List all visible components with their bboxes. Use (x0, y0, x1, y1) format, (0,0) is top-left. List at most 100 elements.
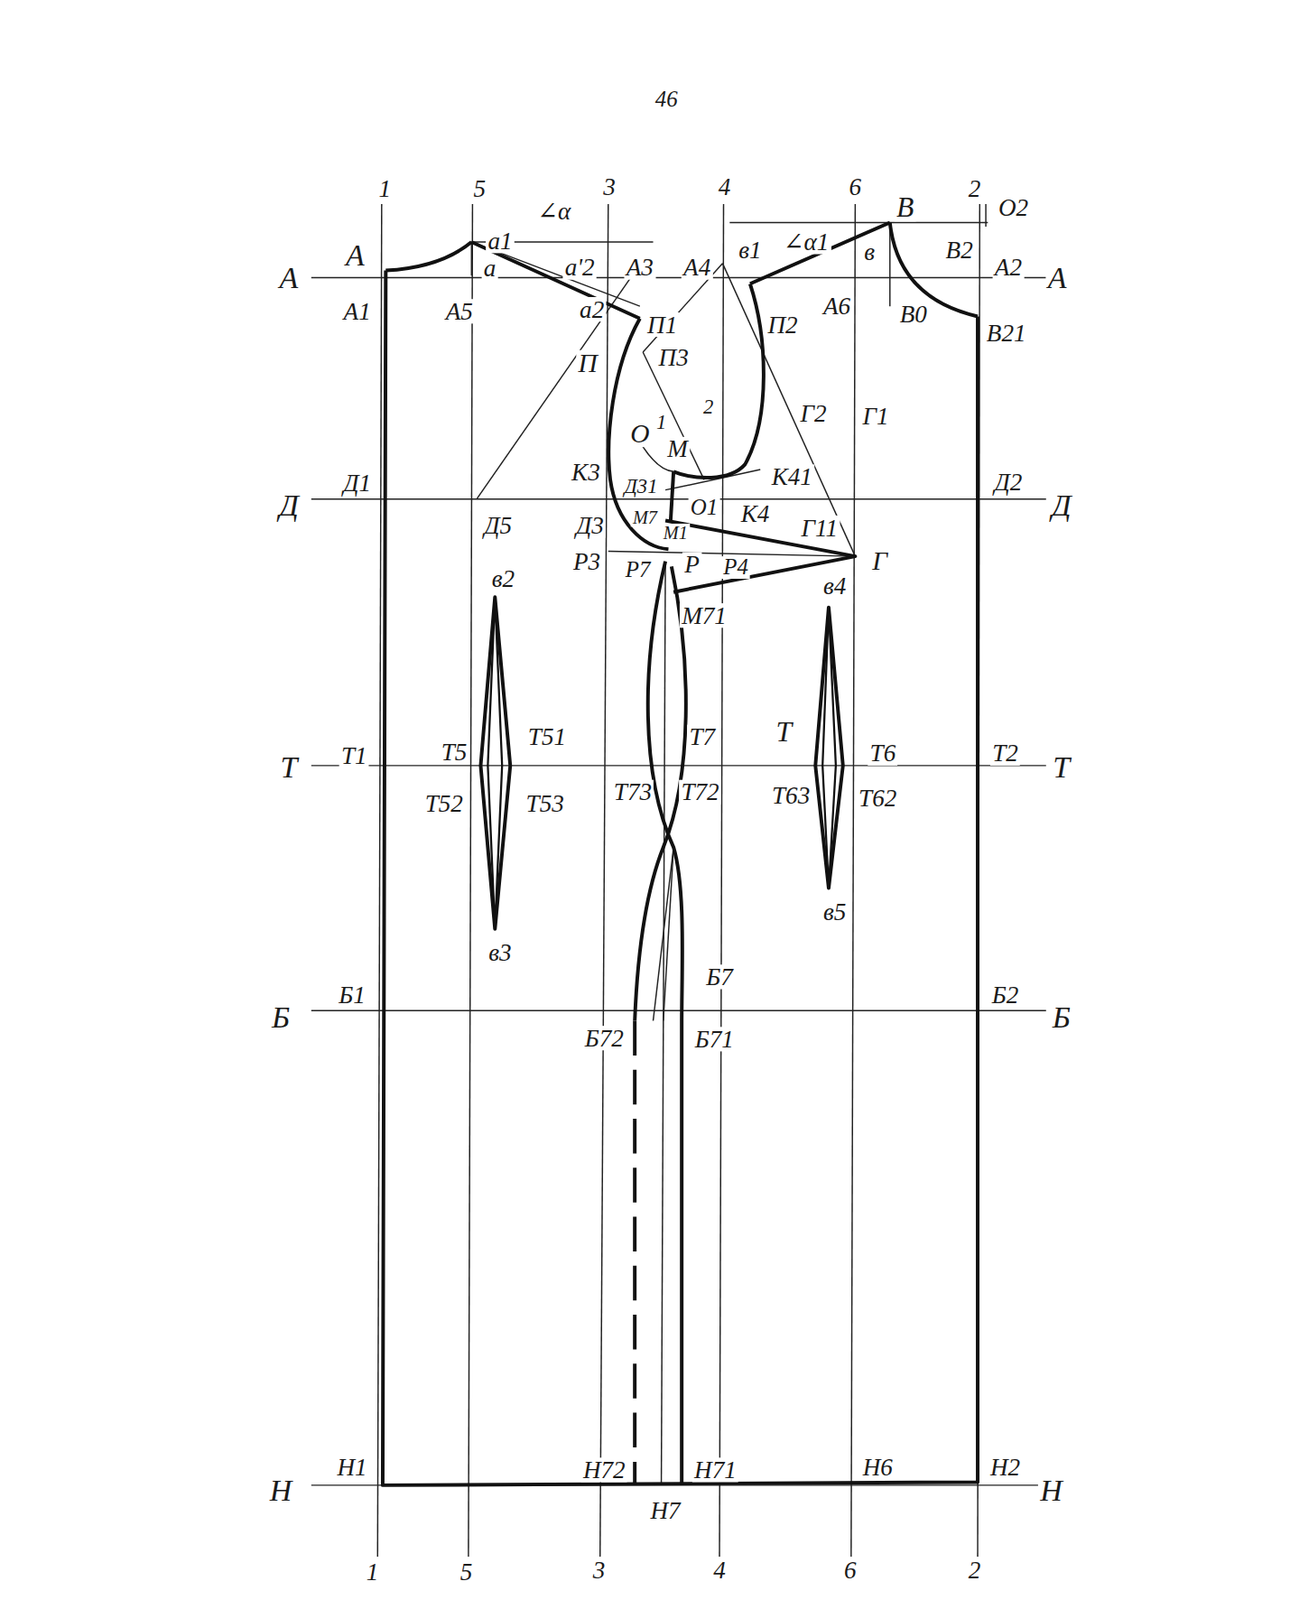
point-label: 2 (966, 176, 984, 202)
point-label: Т73 (612, 779, 655, 805)
point-label: Н71 (692, 1457, 739, 1482)
point-label: а2 (577, 296, 607, 322)
point-label: Д3 (574, 513, 606, 539)
point-label: В21 (984, 320, 1029, 345)
point-label: а'2 (562, 255, 596, 280)
point-label: Т1 (339, 742, 370, 768)
point-label: Д (277, 490, 301, 521)
point-label: П2 (765, 312, 800, 337)
point-label: 1 (376, 176, 393, 202)
point-label: О1 (688, 495, 721, 519)
point-label: Н2 (988, 1454, 1023, 1479)
point-label: А1 (341, 298, 373, 324)
point-label: Н (1038, 1475, 1065, 1506)
point-label: в2 (489, 566, 517, 591)
point-label: В0 (897, 302, 929, 327)
point-label: П3 (656, 344, 691, 370)
point-label: Т52 (422, 790, 465, 816)
point-label: в (862, 240, 877, 265)
point-label: в1 (736, 237, 764, 262)
point-label: 3 (601, 174, 618, 199)
point-label: Д2 (992, 469, 1024, 494)
point-label: Г11 (798, 515, 840, 540)
point-label: Т6 (867, 741, 898, 766)
point-label: А3 (623, 255, 656, 280)
point-label: Т7 (686, 724, 717, 750)
point-label: 1 (364, 1559, 381, 1584)
point-label: Д5 (482, 513, 514, 539)
point-label: Н1 (334, 1454, 370, 1479)
point-label: в3 (486, 939, 514, 965)
point-label: А2 (993, 255, 1025, 280)
point-label: Р4 (721, 556, 751, 579)
point-label: А (1046, 262, 1069, 294)
point-label: 46 (653, 87, 680, 111)
point-label: в4 (821, 573, 849, 598)
point-label: Б7 (704, 964, 735, 989)
point-label: Н7 (648, 1498, 683, 1523)
point-label: Н (267, 1475, 294, 1506)
point-label: Т (278, 751, 299, 783)
point-label: 4 (711, 1557, 728, 1582)
point-label: К41 (769, 464, 815, 489)
point-label: М7 (631, 508, 660, 527)
point-label: О (628, 420, 652, 447)
point-label: Т (1050, 751, 1072, 783)
point-label: 6 (842, 1557, 859, 1582)
point-label: 2 (966, 1557, 984, 1582)
point-label: Т (773, 717, 794, 747)
point-label: 5 (458, 1559, 475, 1584)
point-label: Т63 (770, 782, 813, 808)
point-label: К4 (739, 501, 772, 526)
point-label: В (894, 193, 917, 223)
point-label: 1 (654, 411, 669, 433)
point-label: Б1 (336, 983, 368, 1008)
point-label: 5 (471, 176, 488, 202)
point-label: а1 (485, 228, 515, 253)
point-label: Т5 (438, 740, 469, 765)
point-label: М (665, 436, 690, 462)
point-label: Г2 (798, 400, 829, 426)
point-label: А4 (681, 255, 714, 280)
point-label: Д1 (341, 470, 373, 495)
point-label: ∠α1 (781, 229, 832, 254)
point-label: Б (1049, 1002, 1073, 1033)
point-label: П1 (645, 312, 680, 337)
point-label: Т62 (856, 785, 900, 810)
point-label: 2 (701, 396, 716, 418)
point-label: Н72 (581, 1457, 628, 1482)
point-label: А5 (443, 298, 475, 324)
point-label: М71 (679, 603, 729, 628)
point-label: Р7 (622, 557, 652, 581)
point-label: Б72 (582, 1025, 626, 1050)
point-label: Р3 (571, 548, 604, 574)
point-label: 4 (716, 174, 734, 199)
point-label: а (482, 256, 499, 281)
point-label: Д (1049, 490, 1074, 521)
point-label: 3 (591, 1557, 608, 1582)
point-label: Р (682, 552, 702, 577)
point-label: Н6 (860, 1454, 895, 1479)
point-label: П (575, 350, 600, 377)
point-label: в5 (821, 899, 849, 924)
point-label: А (343, 240, 367, 271)
point-label: Б2 (989, 983, 1021, 1008)
point-label: Т53 (523, 790, 567, 816)
point-label: О2 (996, 194, 1031, 220)
point-label: Т72 (678, 779, 722, 805)
point-label: ∠α (535, 198, 574, 223)
point-label: М1 (661, 523, 691, 542)
point-label: Г (870, 547, 890, 575)
point-label: Б (269, 1002, 293, 1033)
point-label: Д31 (621, 475, 660, 497)
point-label: А (277, 262, 300, 294)
point-label: Т2 (990, 741, 1021, 766)
point-label: К3 (569, 460, 603, 485)
point-label: Б71 (693, 1026, 737, 1051)
point-label: 6 (846, 174, 864, 199)
point-label: А6 (821, 294, 854, 319)
point-label: Т51 (526, 724, 569, 750)
point-label: Г1 (860, 404, 891, 429)
point-label: В2 (943, 237, 975, 262)
